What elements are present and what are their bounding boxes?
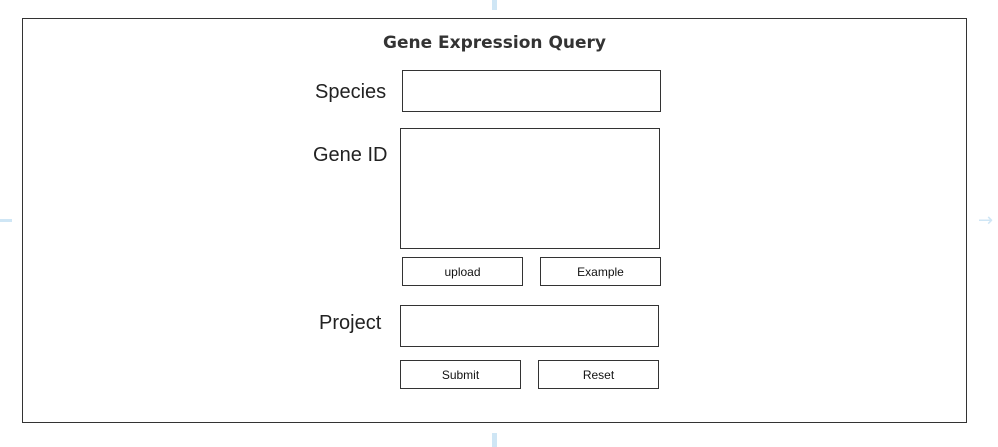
project-input[interactable] xyxy=(400,305,659,347)
gene-id-textarea[interactable] xyxy=(400,128,660,249)
reset-button[interactable]: Reset xyxy=(538,360,659,389)
gene-query-panel: Gene Expression Query Species Gene ID up… xyxy=(22,18,967,423)
layout-guide-left xyxy=(0,219,12,222)
upload-button[interactable]: upload xyxy=(402,257,523,286)
submit-button[interactable]: Submit xyxy=(400,360,521,389)
form-title: Gene Expression Query xyxy=(382,33,606,53)
arrow-right-icon: → xyxy=(978,210,994,231)
layout-guide-top xyxy=(492,0,497,10)
species-input[interactable] xyxy=(402,70,661,112)
example-button[interactable]: Example xyxy=(540,257,661,286)
layout-guide-bottom xyxy=(492,433,497,447)
species-label: Species xyxy=(315,81,387,103)
project-label: Project xyxy=(319,312,382,334)
gene-id-label: Gene ID xyxy=(313,144,388,166)
